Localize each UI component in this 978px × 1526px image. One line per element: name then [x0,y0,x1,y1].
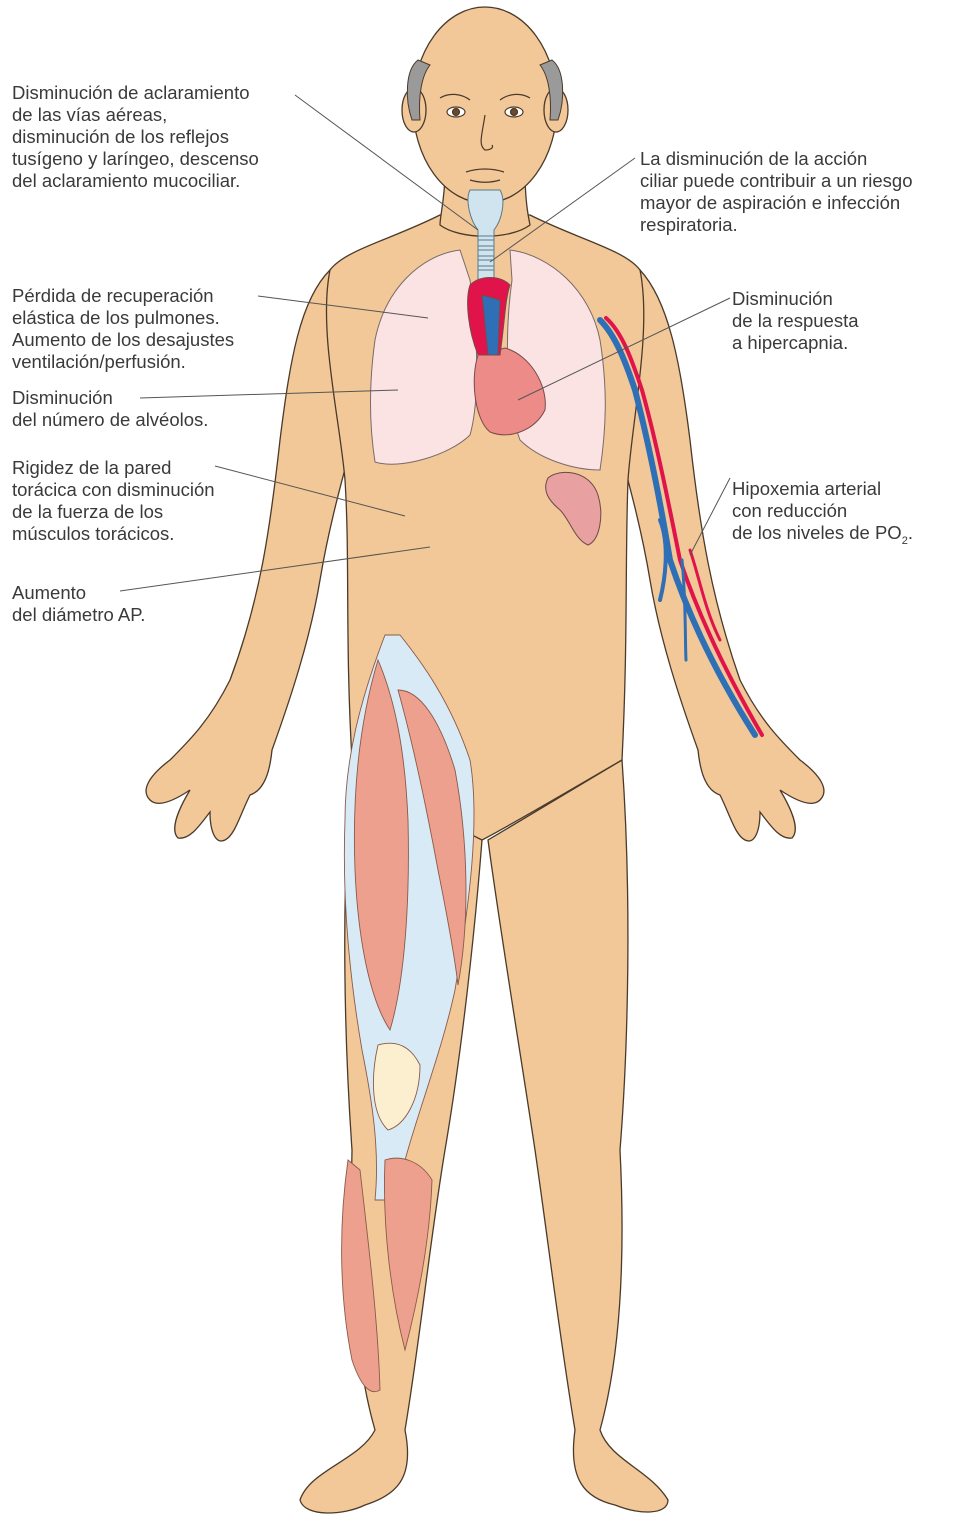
annotation-hypercapnia: Disminución de la respuesta a hipercapni… [732,288,859,354]
annotation-airway-clearance: Disminución de aclaramiento de las vías … [12,82,259,192]
annotation-hypoxemia-text: Hipoxemia arterial con reducción de los … [732,478,902,543]
annotation-chest-wall: Rigidez de la pared torácica con disminu… [12,457,215,545]
left-arm [612,270,824,841]
annotation-hypoxemia: Hipoxemia arterial con reducción de los … [732,478,913,547]
annotation-hypoxemia-subscript: 2 [902,535,908,547]
left-leg [488,760,668,1512]
head [413,7,557,203]
annotation-ciliary-action: La disminución de la acción ciliar puede… [640,148,913,236]
annotation-alveoli: Disminución del número de alvéolos. [12,387,208,431]
annotation-ap-diameter: Aumento del diámetro AP. [12,582,145,626]
annotation-hypoxemia-end: . [908,522,913,543]
annotation-elastic-recoil: Pérdida de recuperación elástica de los … [12,285,234,373]
